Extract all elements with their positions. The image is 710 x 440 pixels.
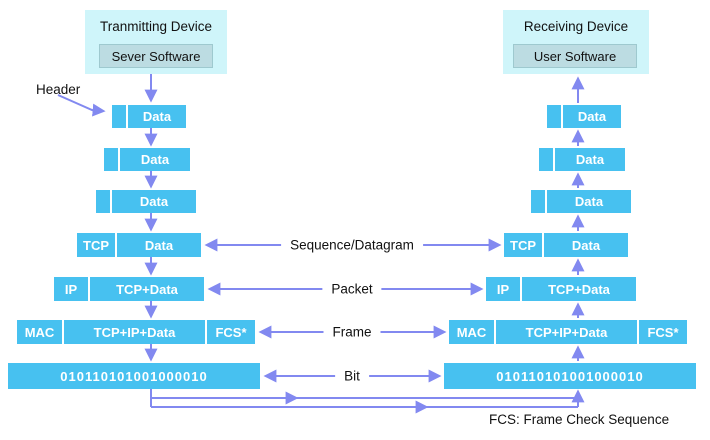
tx-ip-box: IP bbox=[54, 277, 88, 301]
tx-r2-header-box bbox=[104, 148, 118, 171]
tx-bits-box: 010110101001000010 bbox=[8, 363, 260, 389]
rx-r2-header-box bbox=[539, 148, 553, 171]
rx-tcp-box: TCP bbox=[504, 233, 542, 257]
rx-device-title: Receiving Device bbox=[523, 19, 629, 34]
rx-r2-data-box: Data bbox=[555, 148, 625, 171]
tx-fcs-box: FCS* bbox=[207, 320, 255, 344]
pdu-label-bit: Bit bbox=[335, 368, 369, 384]
tx-tcp-box: TCP bbox=[77, 233, 115, 257]
fcs-footnote: FCS: Frame Check Sequence bbox=[489, 412, 670, 427]
header-label: Header bbox=[36, 82, 81, 97]
rx-r4-data-box: Data bbox=[544, 233, 628, 257]
pdu-arrows bbox=[204, 238, 502, 383]
tx-r3-data-box: Data bbox=[112, 190, 196, 213]
transmission-lines bbox=[150, 389, 585, 414]
rx-r3-data-box: Data bbox=[547, 190, 631, 213]
rx-bits-box: 010110101001000010 bbox=[444, 363, 696, 389]
pdu-label-frame: Frame bbox=[323, 324, 381, 340]
rx-ip-box: IP bbox=[486, 277, 520, 301]
rx-mac-box: MAC bbox=[449, 320, 494, 344]
tx-software-box: Sever Software bbox=[99, 44, 213, 68]
tx-r4-data-box: Data bbox=[117, 233, 201, 257]
tx-r2-data-box: Data bbox=[120, 148, 190, 171]
tx-r5-data-box: TCP+Data bbox=[90, 277, 204, 301]
tx-r6-data-box: TCP+IP+Data bbox=[64, 320, 205, 344]
tx-r3-header-box bbox=[96, 190, 110, 213]
pdu-label-sequence: Sequence/Datagram bbox=[281, 237, 423, 253]
rx-r5-data-box: TCP+Data bbox=[522, 277, 636, 301]
tx-r1-data-box: Data bbox=[128, 105, 186, 128]
rx-r6-data-box: TCP+IP+Data bbox=[496, 320, 637, 344]
rx-fcs-box: FCS* bbox=[639, 320, 687, 344]
header-pointer-arrow bbox=[57, 94, 106, 117]
rx-r1-header-box bbox=[547, 105, 561, 128]
tx-device-title: Tranmitting Device bbox=[99, 19, 213, 34]
tx-mac-box: MAC bbox=[17, 320, 62, 344]
rx-software-box: User Software bbox=[513, 44, 637, 68]
tx-r1-header-box bbox=[112, 105, 126, 128]
rx-r1-data-box: Data bbox=[563, 105, 621, 128]
rx-r3-header-box bbox=[531, 190, 545, 213]
pdu-label-packet: Packet bbox=[322, 281, 382, 297]
